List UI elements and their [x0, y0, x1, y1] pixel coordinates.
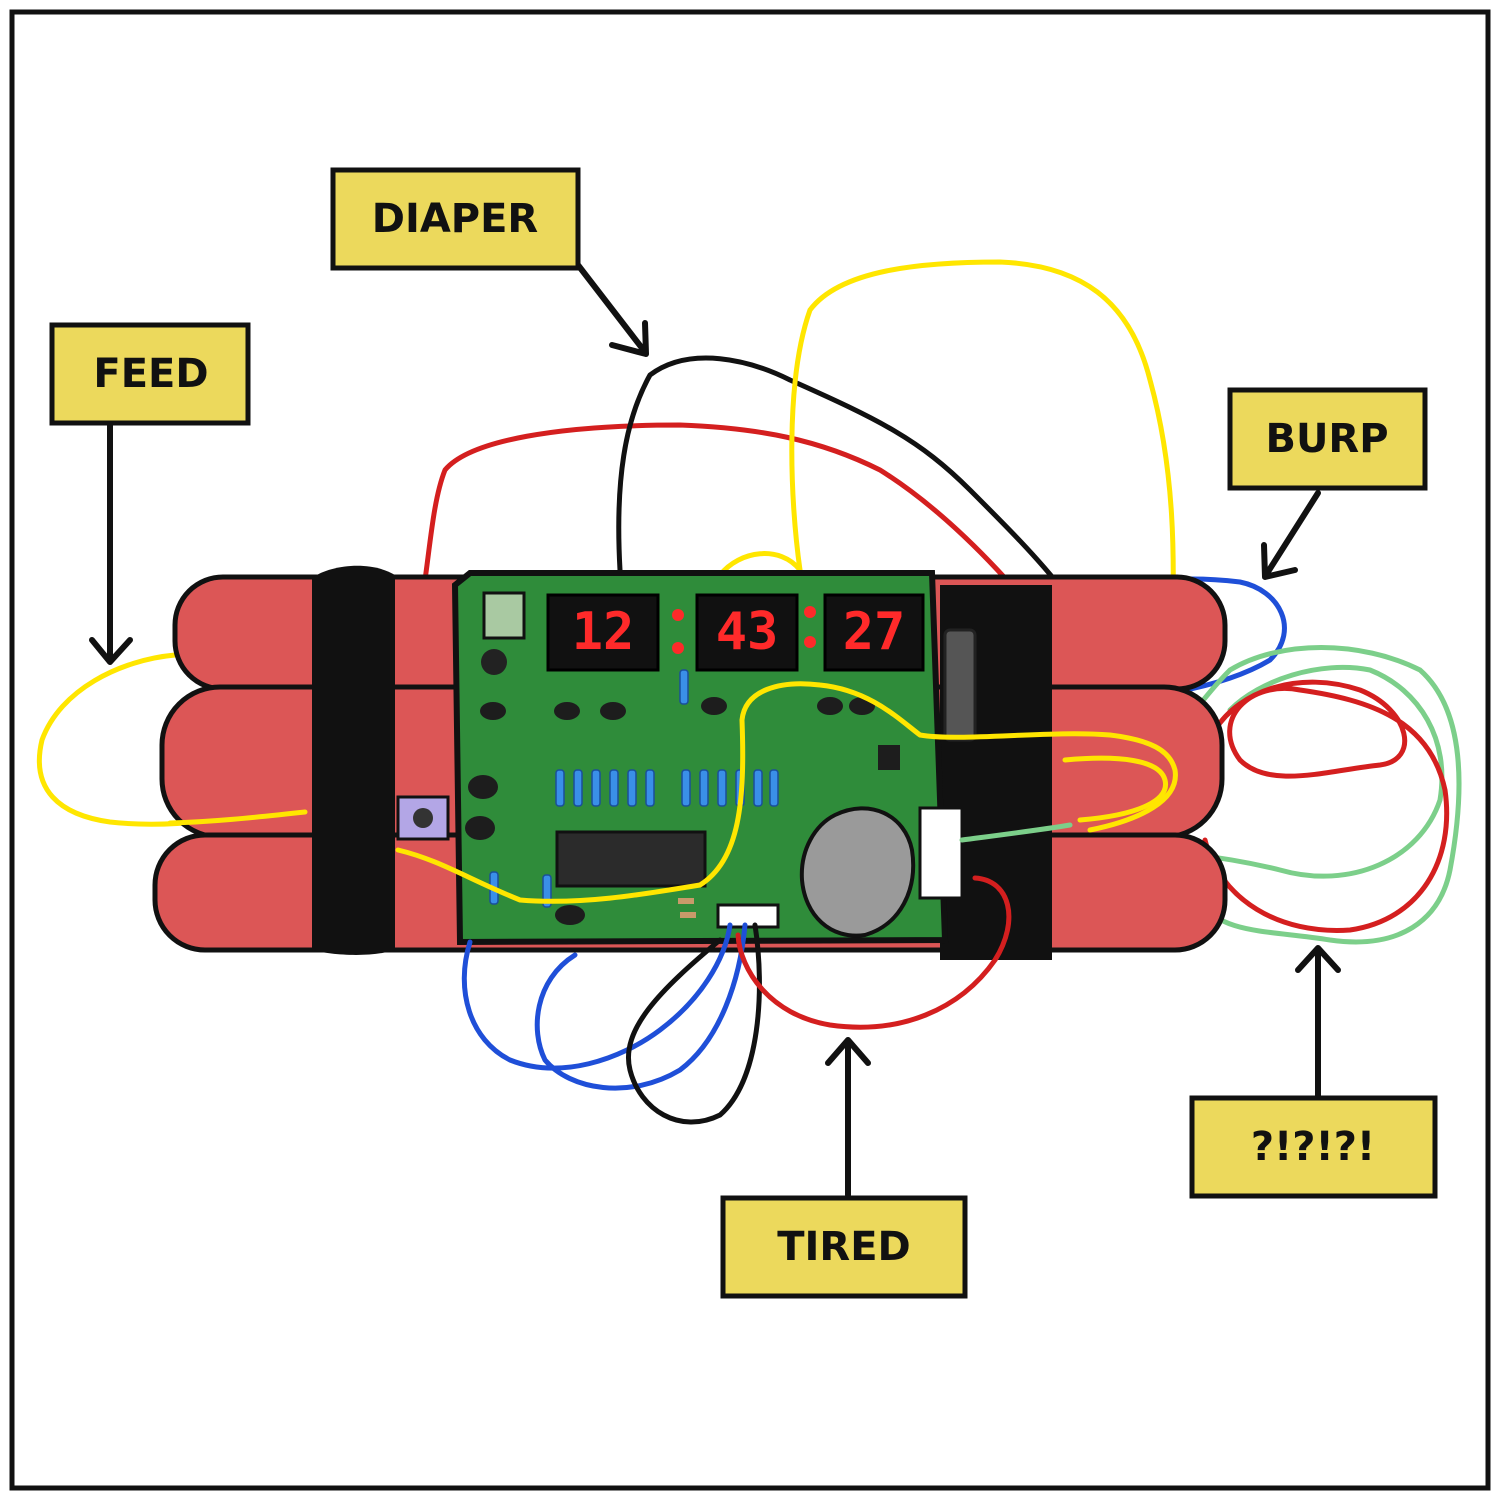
burp-arrow-icon [1261, 490, 1321, 580]
board-connector [482, 591, 526, 640]
unknown-label-text: ?!?!?! [1251, 1124, 1375, 1170]
purple-button-knob-icon [413, 808, 433, 828]
tan-component [678, 898, 694, 904]
tired-label: TIRED [720, 1195, 968, 1299]
wire-yellow-right [1062, 755, 1168, 823]
unknown-arrow-icon [1295, 945, 1341, 1099]
wire-red-bottom [735, 875, 1012, 1030]
colon-dot [804, 606, 816, 618]
resistor-row [489, 669, 779, 908]
wire-black-bottom [626, 922, 762, 1125]
burp-label-text: BURP [1265, 416, 1388, 462]
coin-battery [799, 806, 916, 938]
diaper-label: DIAPER [330, 167, 581, 271]
timer-hours: 12 [572, 602, 635, 662]
board-capacitor [481, 649, 507, 675]
tired-arrow-icon [825, 1037, 871, 1198]
feed-arrow-icon [89, 422, 133, 665]
bottom-connector [716, 903, 780, 929]
burp-label: BURP [1227, 387, 1428, 491]
microchip [555, 830, 707, 888]
label-boxes: FEED DIAPER BURP TIRED ?!?!?! [49, 167, 1438, 1299]
wire-yellow-front [167, 681, 1178, 904]
colon-dot [804, 636, 816, 648]
circuit-board: 12 43 27 [451, 570, 964, 946]
tired-label-text: TIRED [777, 1224, 911, 1270]
unknown-label: ?!?!?! [1189, 1095, 1438, 1199]
tape-band-right-inner [943, 628, 977, 742]
wire-blue-bottom-2 [534, 922, 748, 1091]
timer-seconds: 27 [843, 602, 906, 662]
wire-blue-bottom-1 [461, 922, 733, 1071]
side-connector [918, 806, 964, 900]
wire-yellow-small [717, 551, 803, 578]
tan-component [680, 912, 696, 918]
feed-label: FEED [49, 322, 251, 426]
colon-dot [672, 642, 684, 654]
arrows [89, 262, 1341, 1198]
board-leds [465, 697, 900, 925]
diaper-arrow-icon [575, 262, 649, 357]
wire-green-connector [959, 822, 1073, 843]
wires-front [167, 681, 1178, 1125]
tape-band-left [312, 565, 395, 955]
diaper-label-text: DIAPER [372, 196, 538, 242]
display-minutes-panel [695, 593, 799, 672]
timer-minutes: 43 [716, 602, 779, 662]
display-hours-panel [546, 593, 660, 672]
wire-red-right [1067, 679, 1450, 933]
display-seconds-panel [823, 593, 925, 672]
feed-label-text: FEED [93, 351, 208, 397]
colon-dot [672, 609, 684, 621]
